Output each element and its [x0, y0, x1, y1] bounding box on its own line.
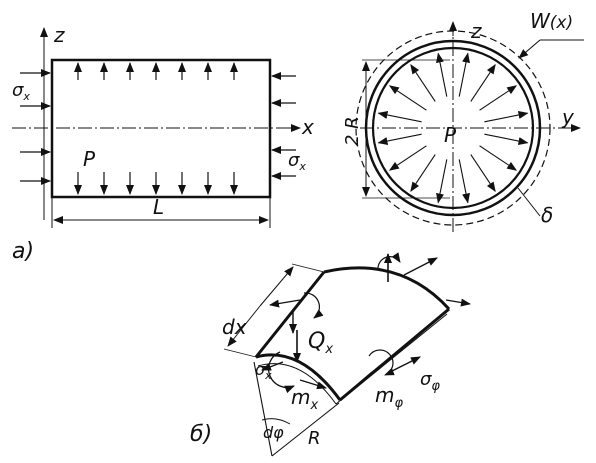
radial-pressure-arrow — [470, 63, 496, 102]
shell-element — [223, 252, 471, 457]
radial-pressure-arrow — [388, 145, 427, 171]
thickness-leader — [517, 187, 541, 217]
right-stress-arrows — [271, 72, 296, 180]
back-sigma-arrow — [269, 299, 301, 308]
sigma-phi-arrow — [391, 356, 421, 372]
radius-label: R — [308, 428, 321, 449]
radial-pressure-arrow — [410, 63, 436, 102]
moment-x-label: mx — [291, 385, 318, 413]
sigma-phi-label: σφ — [420, 369, 440, 394]
side-view — [12, 27, 301, 228]
angle-label: dφ — [263, 423, 284, 442]
radial-pressure-arrows — [377, 52, 529, 204]
moment-x-vector — [299, 379, 327, 390]
element-back-edge — [323, 266, 451, 311]
deflection-leader — [518, 39, 541, 59]
sigma-x-arrow — [261, 361, 284, 371]
moment-phi-vector — [357, 371, 373, 385]
top-moment-arc — [377, 252, 401, 269]
dx-dimension — [227, 305, 261, 347]
moment-phi-label: mφ — [375, 383, 403, 411]
deformed-shell-circle — [355, 30, 551, 226]
radial-pressure-arrow — [484, 111, 529, 123]
left-stress-arrows — [20, 69, 51, 185]
radial-pressure-arrow — [410, 154, 436, 193]
shear-force-label: Qx — [308, 329, 333, 357]
radial-pressure-arrow — [458, 52, 470, 97]
deflection-label: W(x) — [530, 9, 573, 33]
top-pressure-arrows — [74, 62, 238, 80]
z-axis-label: z — [53, 23, 65, 47]
shell-inner-circle — [371, 46, 535, 210]
element-top-long-edge — [254, 271, 326, 358]
sigma-x-right: σx — [288, 150, 306, 173]
panel-b-label: б) — [190, 422, 212, 447]
right-end-arrow — [445, 298, 471, 307]
radial-pressure-arrow — [377, 133, 422, 145]
x-axis-label: x — [301, 115, 314, 139]
sigma-x-left: σx — [12, 80, 30, 103]
element-bottom-long-edge — [339, 307, 450, 402]
cylinder-body — [50, 58, 272, 199]
length-label: L — [153, 195, 164, 219]
radial-pressure-arrow — [479, 145, 518, 171]
top-tangent-arrow — [403, 257, 438, 276]
moment-phi-arc — [368, 349, 395, 376]
radial-pressure-arrow — [458, 159, 470, 204]
back-moment-arc — [303, 292, 324, 319]
radial-pressure-arrow — [470, 154, 496, 193]
radius-line-1 — [253, 361, 273, 457]
radius-line-2 — [271, 402, 340, 457]
radial-pressure-arrow — [484, 133, 529, 145]
diameter-label: 2 R — [342, 116, 363, 146]
z-axis-section-label: z — [470, 19, 482, 43]
radial-pressure-arrow — [436, 159, 448, 204]
radial-pressure-arrow — [479, 85, 518, 111]
cross-section-view — [355, 21, 584, 232]
angle-arc — [261, 418, 291, 425]
radial-pressure-arrow — [377, 111, 422, 123]
thickness-label: δ — [541, 203, 553, 227]
dx-label: dx — [222, 315, 247, 339]
sigma-x-label: σx — [255, 360, 272, 382]
y-axis-section-label: y — [561, 105, 575, 129]
radial-pressure-arrow — [436, 52, 448, 97]
moment-x-arc — [268, 351, 295, 394]
bottom-pressure-arrows — [74, 172, 238, 195]
pressure-label-left: P — [83, 147, 96, 171]
radial-pressure-arrow — [388, 85, 427, 111]
panel-a-label: а) — [12, 239, 34, 264]
pressure-label-section: P — [444, 123, 457, 147]
